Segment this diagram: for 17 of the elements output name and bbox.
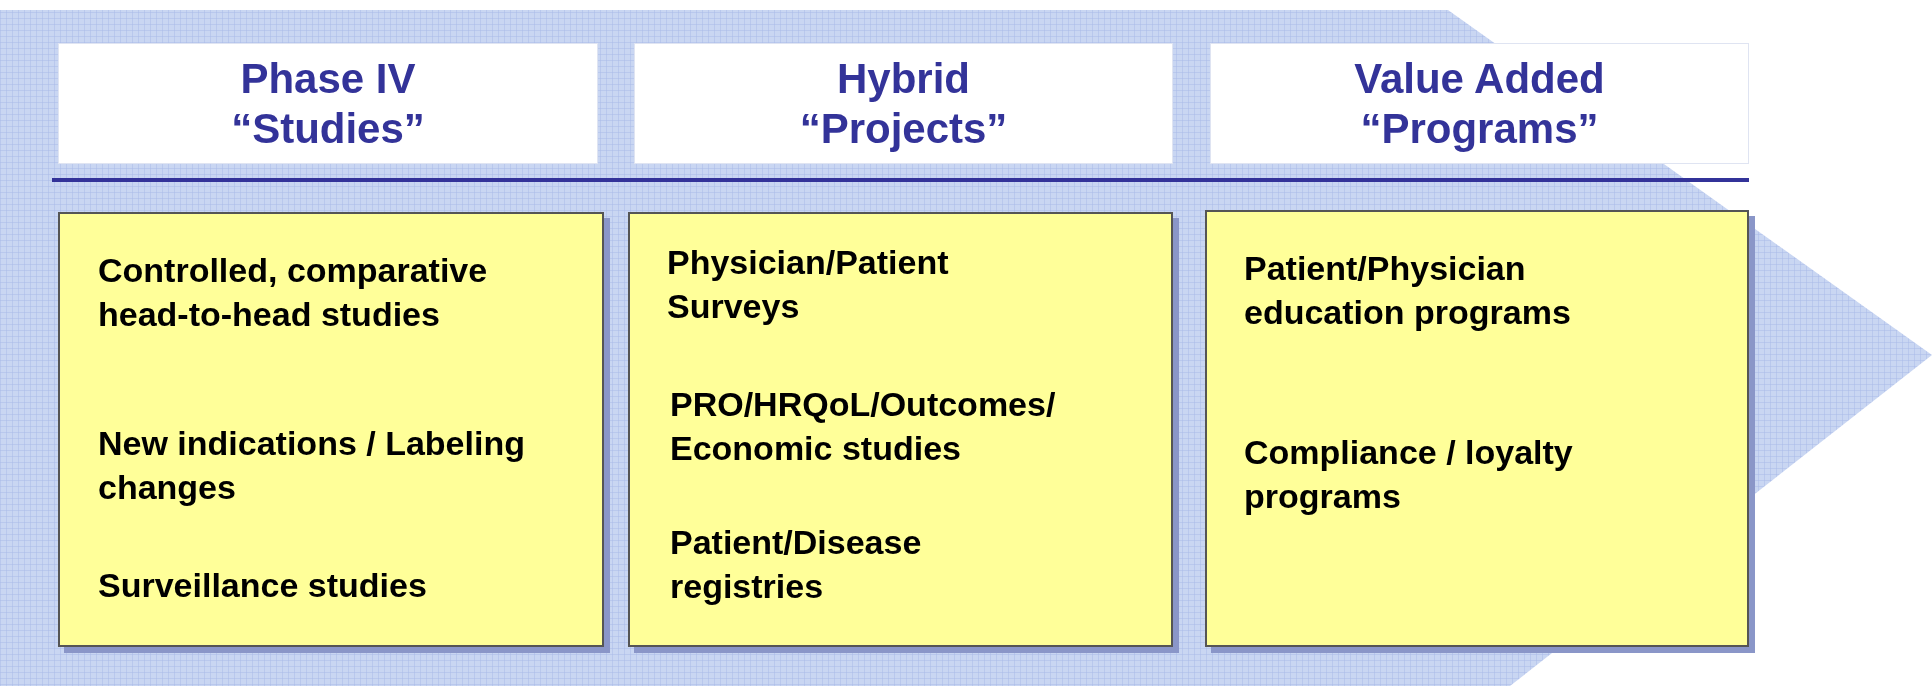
item-text: Controlled, comparative head-to-head studies <box>98 250 489 335</box>
column-header <box>634 43 1173 164</box>
item-text: New indications / Labeling changes <box>98 423 526 508</box>
item-text: Patient/Disease registries <box>670 522 923 607</box>
header-subtitle: “Studies” <box>231 103 425 154</box>
item-text: PRO/HRQoL/Outcomes/ Economic studies <box>670 384 1057 469</box>
item-text: Physician/Patient Surveys <box>667 242 950 327</box>
header-title: Hybrid <box>837 53 970 104</box>
item-text: Compliance / loyalty programs <box>1244 432 1574 517</box>
column-header <box>1210 43 1749 164</box>
header-title: Value Added <box>1354 53 1605 104</box>
header-title: Phase IV <box>240 53 416 104</box>
header-subtitle: “Programs” <box>1360 103 1599 154</box>
header-subtitle: “Projects” <box>799 103 1008 154</box>
item-text: Surveillance studies <box>98 565 428 606</box>
column-header <box>58 43 598 164</box>
item-text: Patient/Physician education programs <box>1244 248 1572 333</box>
